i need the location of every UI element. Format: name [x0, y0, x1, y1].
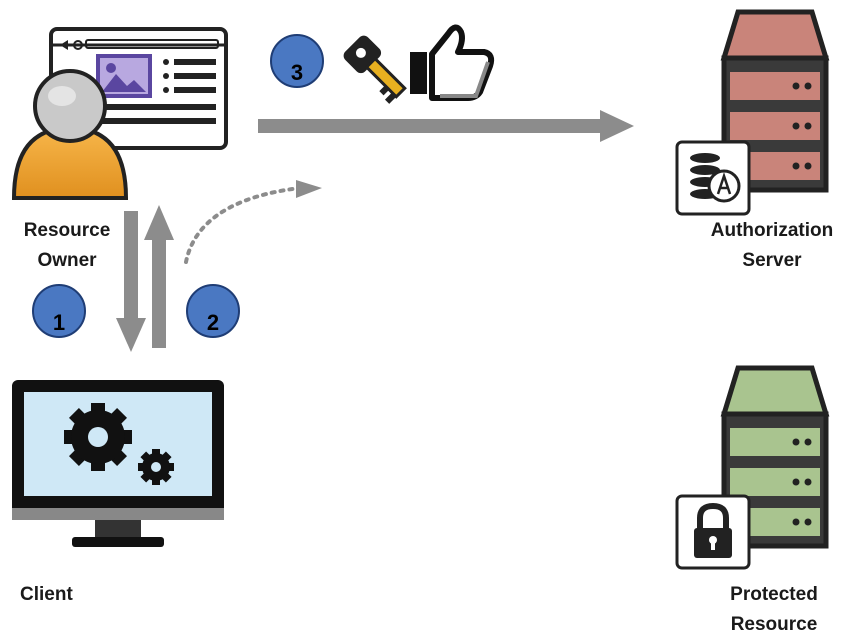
- protected-resource-line2: Resource: [730, 614, 818, 635]
- gear-icon: [64, 403, 132, 471]
- protected-resource-line1: Protected: [730, 584, 818, 605]
- lock-icon: [675, 494, 751, 570]
- authorization-server-line1: Authorization: [710, 220, 834, 241]
- client-text: Client: [20, 584, 73, 605]
- arrow-owner-to-client: [116, 211, 146, 352]
- redirect-dotted-arrow: [184, 180, 322, 264]
- resource-owner-label: Resource Owner: [4, 216, 130, 276]
- authorization-server-line2: Server: [742, 250, 802, 271]
- resource-owner-line1: Resource: [23, 220, 111, 241]
- key-icon: [343, 35, 407, 104]
- step-2-badge: 2: [186, 284, 240, 338]
- thumbs-up-icon: [410, 24, 495, 101]
- arrow-client-to-owner: [144, 205, 174, 348]
- step-3-number: 3: [290, 60, 304, 85]
- small-gear-icon: [138, 449, 174, 485]
- user-icon: [11, 69, 129, 200]
- step-1-badge: 1: [32, 284, 86, 338]
- protected-resource-server-icon: [720, 365, 830, 549]
- step-1-number: 1: [52, 310, 66, 335]
- step-3-badge: 3: [270, 34, 324, 88]
- client-label: Client: [4, 580, 110, 610]
- step-2-number: 2: [206, 310, 220, 335]
- authorization-server-label: Authorization Server: [696, 216, 848, 276]
- database-icon: [675, 140, 751, 216]
- arrow-to-authorization-server: [258, 110, 634, 142]
- protected-resource-label: Protected Resource: [700, 580, 848, 640]
- resource-owner-line2: Owner: [37, 250, 97, 271]
